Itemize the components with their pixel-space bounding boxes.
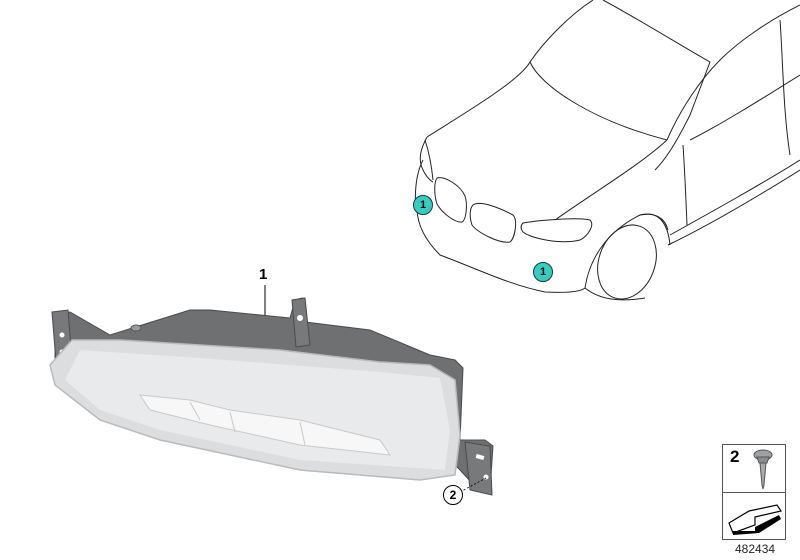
screw-icon (753, 449, 773, 490)
parts-legend-box: 2 (722, 444, 786, 540)
legend-divider (723, 492, 785, 493)
legend-part-number: 2 (730, 447, 740, 466)
part-label-1[interactable]: 1 (259, 266, 268, 283)
car-location-callout-1b[interactable]: 1 (533, 262, 553, 282)
image-id: 482434 (735, 542, 776, 556)
car-location-callout-1a[interactable]: 1 (413, 195, 433, 215)
arrow-icon (728, 504, 782, 535)
part-label-2[interactable]: 2 (443, 485, 463, 505)
